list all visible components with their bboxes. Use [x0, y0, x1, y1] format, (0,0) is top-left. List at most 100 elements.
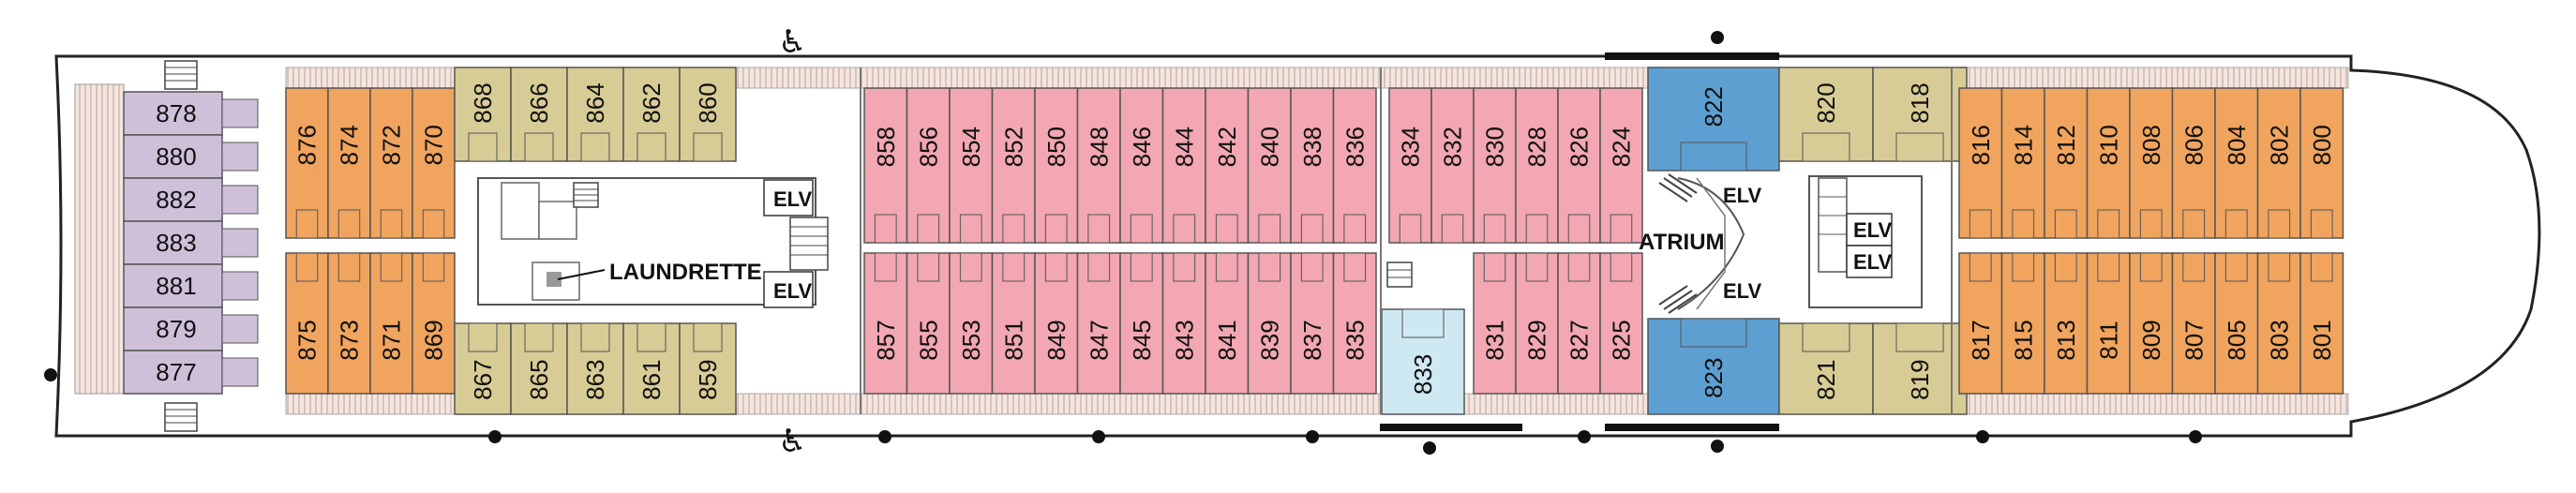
cabin-813[interactable]: 813	[2044, 252, 2089, 395]
cabin-883[interactable]: 883	[123, 220, 259, 265]
cabin-858[interactable]: 858	[863, 87, 908, 244]
cabin-837[interactable]: 837	[1290, 252, 1335, 395]
cabin-860[interactable]: 860	[679, 67, 737, 162]
cabin-836[interactable]: 836	[1332, 87, 1377, 244]
cabin-867[interactable]: 867	[454, 322, 512, 415]
cabin-839[interactable]: 839	[1247, 252, 1292, 395]
cabin-number: 869	[420, 320, 448, 360]
cabin-851[interactable]: 851	[991, 252, 1036, 395]
cabin-873[interactable]: 873	[327, 252, 371, 395]
cabin-824[interactable]: 824	[1599, 87, 1643, 244]
cabin-number: 801	[2308, 320, 2336, 360]
cabin-848[interactable]: 848	[1076, 87, 1121, 244]
cabin-850[interactable]: 850	[1034, 87, 1079, 244]
cabin-876[interactable]: 876	[285, 87, 329, 239]
muster-dot-icon	[44, 368, 57, 381]
cabin-862[interactable]: 862	[622, 67, 681, 162]
cabin-849[interactable]: 849	[1034, 252, 1079, 395]
cabin-854[interactable]: 854	[949, 87, 994, 244]
stairs-icon	[164, 60, 198, 90]
cabin-number: 870	[420, 125, 448, 165]
cabin-number: 802	[2265, 125, 2293, 165]
cabin-875[interactable]: 875	[285, 252, 329, 395]
cabin-800[interactable]: 800	[2299, 87, 2344, 239]
cabin-825[interactable]: 825	[1599, 252, 1643, 395]
cabin-866[interactable]: 866	[510, 67, 568, 162]
cabin-870[interactable]: 870	[412, 87, 456, 239]
cabin-859[interactable]: 859	[679, 322, 737, 415]
cabin-879[interactable]: 879	[123, 306, 259, 351]
cabin-804[interactable]: 804	[2214, 87, 2259, 239]
cabin-857[interactable]: 857	[863, 252, 908, 395]
cabin-834[interactable]: 834	[1388, 87, 1432, 244]
cabin-number: 856	[914, 127, 942, 167]
laundry-machine	[538, 201, 577, 240]
cabin-number: 844	[1170, 127, 1198, 167]
cabin-806[interactable]: 806	[2171, 87, 2216, 239]
cabin-853[interactable]: 853	[949, 252, 994, 395]
cabin-838[interactable]: 838	[1290, 87, 1335, 244]
cabin-number: 859	[694, 359, 722, 399]
cabin-829[interactable]: 829	[1515, 252, 1559, 395]
cabin-828[interactable]: 828	[1515, 87, 1559, 244]
cabin-874[interactable]: 874	[327, 87, 371, 239]
cabin-807[interactable]: 807	[2171, 252, 2216, 395]
cabin-835[interactable]: 835	[1332, 252, 1377, 395]
cabin-814[interactable]: 814	[2000, 87, 2045, 239]
cabin-865[interactable]: 865	[510, 322, 568, 415]
cabin-811[interactable]: 811	[2086, 252, 2131, 395]
cabin-847[interactable]: 847	[1076, 252, 1121, 395]
cabin-817[interactable]: 817	[1958, 252, 2003, 395]
cabin-871[interactable]: 871	[369, 252, 413, 395]
cabin-878[interactable]: 878	[123, 91, 259, 136]
cabin-856[interactable]: 856	[906, 87, 951, 244]
cabin-855[interactable]: 855	[906, 252, 951, 395]
cabin-869[interactable]: 869	[412, 252, 456, 395]
cabin-830[interactable]: 830	[1473, 87, 1517, 244]
cabin-843[interactable]: 843	[1161, 252, 1206, 395]
cabin-864[interactable]: 864	[566, 67, 624, 162]
cabin-861[interactable]: 861	[622, 322, 681, 415]
cabin-821[interactable]: 821	[1778, 322, 1874, 415]
cabin-841[interactable]: 841	[1205, 252, 1250, 395]
cabin-number: 860	[694, 82, 722, 123]
cabin-number: 834	[1397, 127, 1425, 167]
cabin-number: 850	[1042, 127, 1071, 167]
cabin-833[interactable]: 833	[1381, 308, 1465, 415]
cabin-882[interactable]: 882	[123, 177, 259, 222]
cabin-802[interactable]: 802	[2256, 87, 2301, 239]
cabin-846[interactable]: 846	[1119, 87, 1164, 244]
cabin-810[interactable]: 810	[2086, 87, 2131, 239]
cabin-845[interactable]: 845	[1119, 252, 1164, 395]
cabin-801[interactable]: 801	[2299, 252, 2344, 395]
cabin-number: 853	[957, 320, 985, 360]
cabin-840[interactable]: 840	[1247, 87, 1292, 244]
cabin-872[interactable]: 872	[369, 87, 413, 239]
cabin-808[interactable]: 808	[2129, 87, 2174, 239]
elevator-label: ELV	[1723, 184, 1761, 207]
cabin-816[interactable]: 816	[1958, 87, 2003, 239]
cabin-842[interactable]: 842	[1205, 87, 1250, 244]
cabin-803[interactable]: 803	[2256, 252, 2301, 395]
cabin-881[interactable]: 881	[123, 263, 259, 308]
cabin-831[interactable]: 831	[1473, 252, 1517, 395]
cabin-823[interactable]: 823	[1647, 318, 1780, 415]
cabin-826[interactable]: 826	[1557, 87, 1601, 244]
cabin-805[interactable]: 805	[2214, 252, 2259, 395]
cabin-868[interactable]: 868	[454, 67, 512, 162]
cabin-852[interactable]: 852	[991, 87, 1036, 244]
cabin-863[interactable]: 863	[566, 322, 624, 415]
cabin-844[interactable]: 844	[1161, 87, 1206, 244]
cabin-827[interactable]: 827	[1557, 252, 1601, 395]
cabin-877[interactable]: 877	[123, 350, 259, 395]
cabin-815[interactable]: 815	[2000, 252, 2045, 395]
cabin-822[interactable]: 822	[1647, 67, 1780, 172]
cabin-809[interactable]: 809	[2129, 252, 2174, 395]
muster-dot-icon	[2189, 430, 2202, 443]
cabin-832[interactable]: 832	[1430, 87, 1475, 244]
cabin-number: 819	[1906, 359, 1934, 399]
cabin-820[interactable]: 820	[1778, 67, 1874, 162]
muster-dot-icon	[1711, 440, 1724, 453]
cabin-812[interactable]: 812	[2044, 87, 2089, 239]
